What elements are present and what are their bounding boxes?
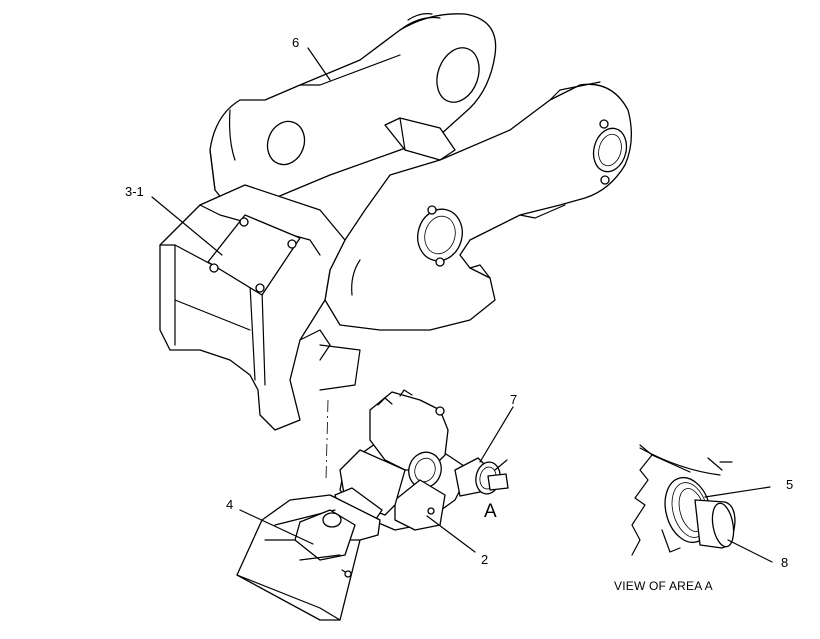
callout-3-1: 3-1 <box>125 184 144 199</box>
leader-5 <box>704 486 771 498</box>
alignment-centerline <box>325 399 329 481</box>
callout-area-a: A <box>484 501 497 522</box>
callout-8: 8 <box>781 555 789 570</box>
callout-2: 2 <box>481 552 489 567</box>
callout-4: 4 <box>226 497 234 512</box>
leader-lines <box>151 47 773 563</box>
foot-bracket <box>236 494 381 621</box>
detail-view-area-a <box>631 444 736 556</box>
leader-8 <box>727 539 773 563</box>
cylinder-assembly <box>334 389 509 531</box>
callout-6: 6 <box>292 35 300 50</box>
leader-3-1 <box>151 196 223 256</box>
leader-7 <box>479 406 514 463</box>
leader-2 <box>426 515 476 553</box>
view-caption: VIEW OF AREA A <box>614 579 713 593</box>
callout-5: 5 <box>786 477 794 492</box>
leader-4 <box>239 509 314 545</box>
callout-7: 7 <box>510 392 518 407</box>
coupler-frame <box>159 13 632 431</box>
leader-6 <box>307 47 331 81</box>
